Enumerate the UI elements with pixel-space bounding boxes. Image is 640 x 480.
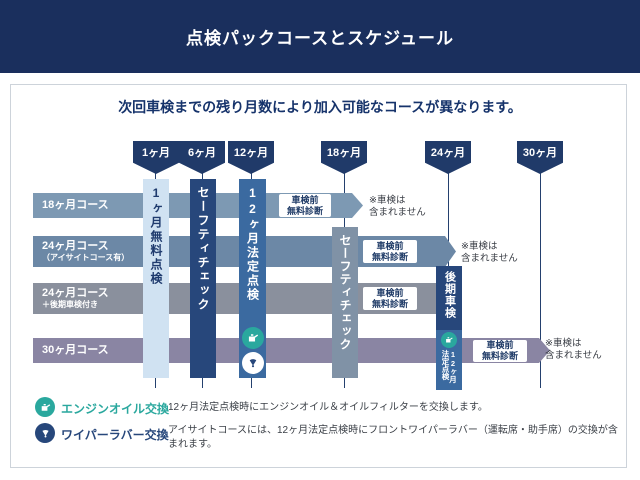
engine-oil-icon	[35, 397, 55, 417]
diagnosis-label: 車検前 無料診断	[363, 240, 417, 263]
column-label: 12ヶ月法定点検	[441, 350, 458, 383]
course-label: 24ヶ月コース	[42, 240, 109, 253]
diagnosis-label: 車検前 無料診断	[363, 287, 417, 310]
timeline-guide-line	[540, 172, 541, 388]
legend-title-wiper: ワイパーラバー交換	[61, 428, 169, 442]
exclusion-note: ※車検は 含まれません	[369, 195, 426, 218]
legend-title-engine-oil: エンジンオイル交換	[61, 402, 170, 416]
legend-desc-engine-oil: 12ヶ月法定点検時にエンジンオイル＆オイルフィルターを交換します。	[168, 402, 488, 413]
column-label: 12ヶ月法定点検	[245, 186, 260, 302]
title-bar: 点検パックコースとスケジュール	[0, 0, 640, 73]
engine-oil-icon	[242, 327, 264, 349]
diagnosis-label: 車検前 無料診断	[473, 340, 527, 362]
course-sublabel: （アイサイトコース有）	[42, 253, 130, 263]
course-bar-30month: 30ヶ月コース	[33, 338, 550, 363]
legend-desc-wiper: アイサイトコースには、12ヶ月法定点検時にフロントワイパーラバー（運転席・助手席…	[168, 425, 618, 450]
wiper-icon	[242, 352, 264, 374]
column-safety-check-18month: セーフティチェック	[332, 227, 358, 378]
column-label: 1ヶ月無料点検	[149, 186, 163, 286]
exclusion-note: ※車検は 含まれません	[545, 338, 602, 361]
diagnosis-label: 車検前 無料診断	[279, 194, 331, 217]
wiper-icon	[35, 423, 55, 443]
course-label: 24ヶ月コース	[42, 287, 109, 300]
exclusion-note: ※車検は 含まれません	[461, 241, 518, 264]
engine-oil-icon	[441, 332, 457, 348]
course-sublabel: ＋後期車検付き	[42, 300, 98, 310]
month-marker-24: 24ヶ月	[425, 141, 471, 174]
course-label: 30ヶ月コース	[42, 344, 109, 357]
column-late-vehicle-inspection: 後期車検	[436, 266, 462, 330]
course-label: 18ヶ月コース	[42, 199, 109, 212]
column-1month-free-inspection: 1ヶ月無料点検	[143, 179, 169, 378]
column-label: セーフティチェック	[196, 186, 210, 312]
column-label: セーフティチェック	[338, 234, 352, 351]
column-label: 後期車検	[443, 271, 456, 319]
column-safety-check-6month: セーフティチェック	[190, 179, 216, 378]
intro-text: 次回車検までの残り月数により加入可能なコースが異なります。	[118, 99, 522, 115]
page-title: 点検パックコースとスケジュール	[186, 29, 454, 48]
